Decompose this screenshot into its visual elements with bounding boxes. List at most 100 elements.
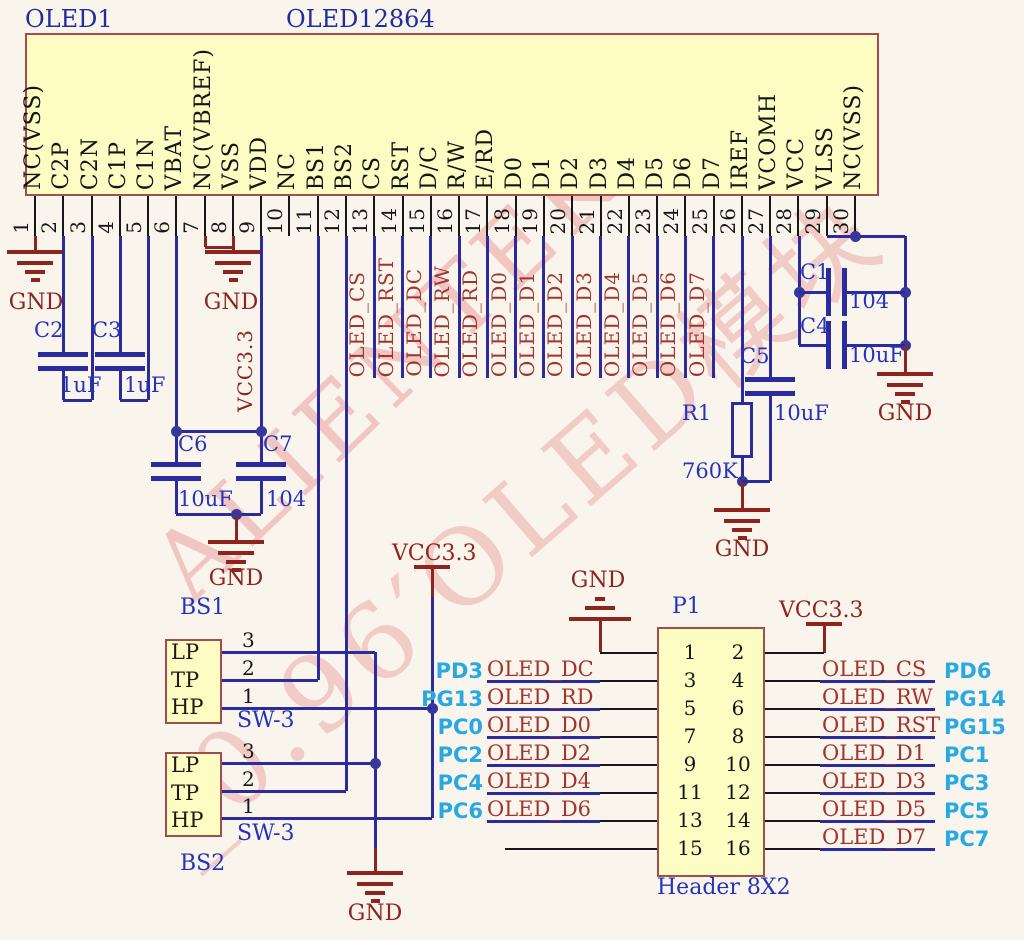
gnd-symbol bbox=[365, 891, 385, 895]
gnd-symbol bbox=[208, 540, 264, 544]
c3-value: 1uF bbox=[124, 373, 166, 397]
wire bbox=[600, 792, 657, 794]
ic-pin-stub bbox=[486, 196, 489, 236]
capacitor-plate bbox=[95, 352, 145, 357]
wire bbox=[600, 708, 657, 710]
capacitor-plate bbox=[745, 377, 795, 382]
header-pin-number: 5 bbox=[683, 696, 697, 720]
wire bbox=[203, 236, 207, 247]
header-pin-number: 4 bbox=[731, 668, 745, 692]
net-label: OLED_RW bbox=[822, 685, 933, 709]
wire bbox=[740, 481, 744, 508]
net-wire bbox=[401, 236, 405, 378]
bs2-throw-label: HP bbox=[171, 808, 204, 832]
wire bbox=[768, 236, 772, 377]
capacitor-plate bbox=[38, 352, 88, 357]
pin-number: 4 bbox=[93, 220, 118, 234]
gnd-label: GND bbox=[8, 290, 64, 315]
wire bbox=[799, 290, 826, 294]
bs2-ref: BS2 bbox=[180, 851, 226, 876]
gnd-symbol bbox=[228, 278, 238, 282]
wire bbox=[765, 652, 824, 654]
pin-name: C2N bbox=[77, 136, 103, 190]
net-label: OLED_D5 bbox=[628, 270, 653, 377]
pin-name: R/W bbox=[445, 140, 471, 190]
pin-number: 27 bbox=[744, 206, 769, 234]
wire bbox=[600, 820, 657, 822]
pin-name: D7 bbox=[699, 156, 725, 190]
wire bbox=[61, 236, 65, 352]
wire bbox=[120, 398, 148, 402]
net-wire bbox=[487, 763, 600, 767]
gnd-label: GND bbox=[203, 290, 259, 315]
pin-number: 15 bbox=[404, 206, 429, 234]
vcc-net-label: VCC3.3 bbox=[233, 329, 257, 412]
pin-name: D3 bbox=[586, 156, 612, 190]
wire bbox=[765, 848, 820, 850]
net-label: OLED_D3 bbox=[571, 270, 596, 377]
pin-name: VBAT bbox=[162, 124, 188, 190]
net-label: OLED_RD bbox=[458, 268, 483, 377]
bs1-throw-label: TP bbox=[171, 667, 200, 692]
gnd-label: GND bbox=[714, 537, 770, 562]
net-wire bbox=[487, 819, 600, 823]
ic-pin-stub bbox=[62, 196, 65, 236]
net-wire bbox=[372, 236, 376, 378]
port-label: PD6 bbox=[944, 659, 992, 683]
net-label: OLED_DC bbox=[401, 268, 426, 377]
net-wire bbox=[820, 791, 935, 795]
gnd-symbol bbox=[357, 882, 393, 886]
c7-value: 104 bbox=[266, 487, 307, 511]
pin-name: IREF bbox=[727, 129, 753, 190]
pin-number: 20 bbox=[546, 206, 571, 234]
r1-value: 760K bbox=[682, 459, 738, 483]
pin-name: VCOMH bbox=[756, 92, 782, 190]
gnd-symbol bbox=[900, 400, 910, 404]
gnd-label: GND bbox=[347, 901, 403, 926]
net-label: OLED_RD bbox=[487, 685, 594, 709]
header-pin-number: 15 bbox=[677, 836, 703, 860]
junction-dot bbox=[899, 286, 911, 298]
c6-value: 10uF bbox=[178, 487, 233, 511]
gnd-symbol-inverted bbox=[595, 597, 605, 601]
oled-ic-body bbox=[25, 33, 879, 196]
pin-number: 11 bbox=[291, 206, 316, 234]
gnd-label: GND bbox=[208, 566, 264, 591]
pin-number: 25 bbox=[687, 206, 712, 234]
net-wire bbox=[429, 236, 433, 378]
net-wire bbox=[820, 819, 935, 823]
header-pin-number: 12 bbox=[725, 780, 751, 804]
c5-value: 10uF bbox=[774, 401, 829, 425]
header-pin-number: 6 bbox=[731, 696, 745, 720]
vcc-symbol bbox=[806, 622, 842, 626]
net-wire bbox=[514, 236, 518, 378]
wire bbox=[61, 369, 65, 400]
header-pin-number: 16 bbox=[725, 836, 751, 860]
pin-number: 12 bbox=[320, 206, 345, 234]
net-label: OLED_DC bbox=[487, 657, 594, 681]
net-label: OLED_D0 bbox=[486, 270, 511, 377]
wire bbox=[344, 236, 348, 791]
net-label: OLED_D7 bbox=[684, 270, 709, 377]
bs2-value: SW-3 bbox=[237, 821, 295, 846]
net-wire bbox=[712, 236, 716, 378]
net-wire bbox=[542, 236, 546, 378]
capacitor-plate bbox=[236, 476, 286, 481]
junction-dot bbox=[369, 757, 381, 769]
ic-pin-stub bbox=[345, 196, 348, 236]
pin-number: 17 bbox=[461, 206, 486, 234]
net-wire bbox=[599, 236, 602, 378]
c1-value: 104 bbox=[849, 289, 890, 313]
net-label: OLED_D5 bbox=[822, 797, 927, 821]
ic-pin-stub bbox=[797, 196, 800, 236]
wire bbox=[600, 736, 657, 738]
c2-value: 1uF bbox=[60, 373, 102, 397]
pin-name: BS1 bbox=[303, 141, 329, 190]
pin-name: C1N bbox=[134, 136, 160, 190]
pin-name: D5 bbox=[643, 156, 669, 190]
ic-pin-stub bbox=[260, 196, 263, 236]
pin-number: 18 bbox=[489, 206, 514, 234]
ic-pin-stub bbox=[203, 196, 206, 236]
pin-number: 14 bbox=[376, 206, 401, 234]
ic-pin-stub bbox=[316, 196, 319, 236]
